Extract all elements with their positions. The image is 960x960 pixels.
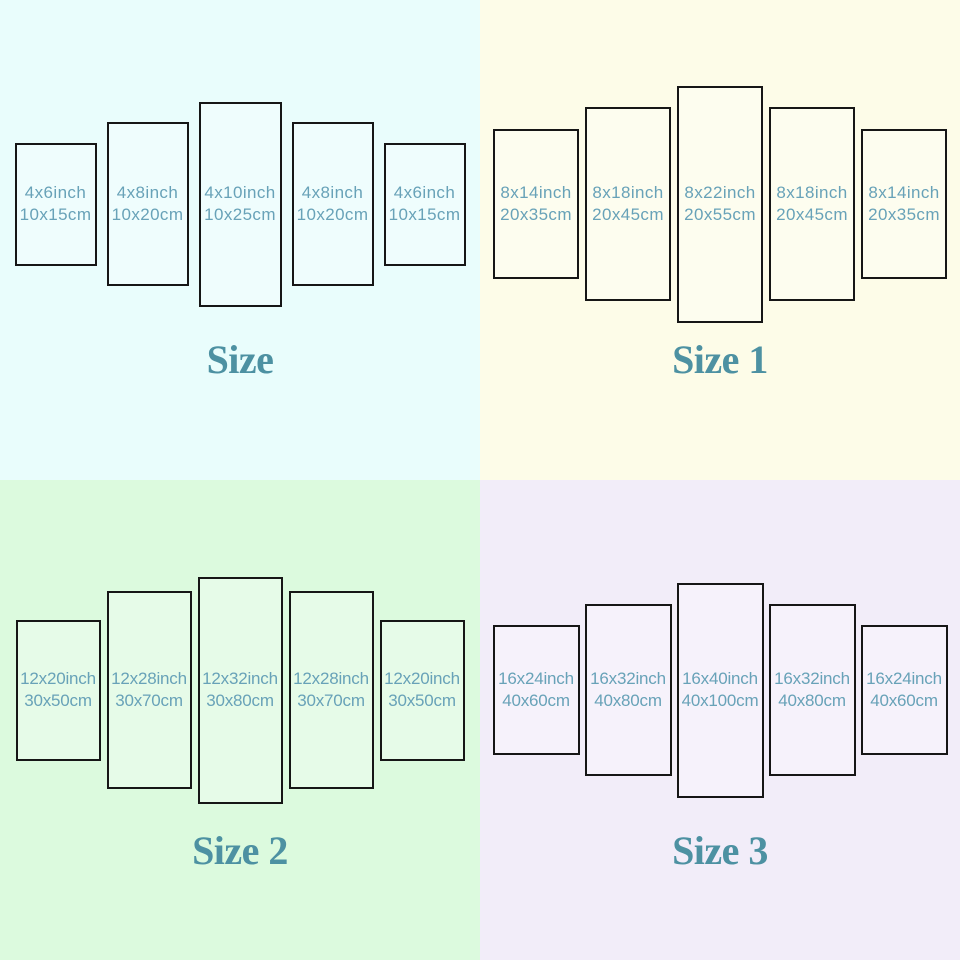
quadrant-title-size-2: Size 2 [192, 828, 288, 873]
panel-row: 4x6inch 10x15cm 4x8inch 10x20cm 4x10inch… [0, 0, 480, 408]
panel-cm-label: 10x20cm [296, 205, 369, 224]
quadrant-title-size-3: Size 3 [672, 828, 768, 873]
panel-inch-label: 4x6inch [24, 183, 87, 202]
panel-cm-label: 30x80cm [206, 691, 274, 710]
panel-inch-label: 4x8inch [301, 183, 364, 202]
panel-inch-label: 8x14inch [500, 183, 572, 202]
quadrant-title-size: Size [206, 337, 274, 382]
panel-row: 16x24inch 40x60cm 16x32inch 40x80cm 16x4… [480, 480, 960, 900]
panel-12x20-left: 12x20inch 30x50cm [15, 619, 101, 761]
panel-inch-label: 8x14inch [868, 183, 940, 202]
panel-cm-label: 20x45cm [776, 205, 848, 224]
panel-8x18-right: 8x18inch 20x45cm [769, 107, 855, 301]
panel-inch-label: 8x22inch [684, 183, 756, 202]
panel-12x32-center: 12x32inch 30x80cm [197, 576, 283, 804]
panel-cm-label: 10x25cm [204, 205, 276, 224]
panel-cm-label: 30x70cm [115, 691, 183, 710]
panel-inch-label: 12x32inch [202, 669, 278, 688]
panel-cm-label: 20x55cm [684, 205, 756, 224]
quadrant-size-1: 8x14inch 20x35cm 8x18inch 20x45cm 8x22in… [480, 0, 960, 480]
panel-inch-label: 12x20inch [20, 669, 96, 688]
panel-16x40-center: 16x40inch 40x100cm [676, 582, 764, 798]
panel-inch-label: 4x10inch [204, 183, 276, 202]
panel-inch-label: 16x24inch [866, 669, 942, 688]
panel-16x32-left: 16x32inch 40x80cm [584, 604, 672, 776]
panel-4x6-right: 4x6inch 10x15cm [383, 142, 466, 266]
panel-cm-label: 20x35cm [500, 205, 572, 224]
panel-cm-label: 10x15cm [19, 205, 92, 224]
panel-inch-label: 12x28inch [111, 669, 187, 688]
panel-cm-label: 20x45cm [592, 205, 664, 224]
panel-inch-label: 12x20inch [384, 669, 460, 688]
panel-cm-label: 40x80cm [778, 691, 846, 710]
panel-8x18-left: 8x18inch 20x45cm [585, 107, 671, 301]
panel-cm-label: 40x80cm [594, 691, 662, 710]
panel-cm-label: 40x100cm [681, 691, 759, 710]
panel-inch-label: 8x18inch [592, 183, 664, 202]
panel-cm-label: 10x20cm [111, 205, 184, 224]
panel-12x20-right: 12x20inch 30x50cm [379, 619, 465, 761]
panel-inch-label: 8x18inch [776, 183, 848, 202]
panel-cm-label: 40x60cm [870, 691, 938, 710]
panel-inch-label: 12x28inch [293, 669, 369, 688]
panel-cm-label: 10x15cm [388, 205, 461, 224]
panel-inch-label: 16x32inch [774, 669, 850, 688]
panel-row: 8x14inch 20x35cm 8x18inch 20x45cm 8x22in… [480, 0, 960, 408]
quadrant-size-2: 12x20inch 30x50cm 12x28inch 30x70cm 12x3… [0, 480, 480, 960]
panel-inch-label: 16x32inch [590, 669, 666, 688]
panel-inch-label: 4x6inch [393, 183, 456, 202]
panel-16x24-left: 16x24inch 40x60cm [492, 625, 580, 755]
quadrant-size-3: 16x24inch 40x60cm 16x32inch 40x80cm 16x4… [480, 480, 960, 960]
panel-cm-label: 30x70cm [297, 691, 365, 710]
panel-cm-label: 40x60cm [502, 691, 570, 710]
panel-cm-label: 20x35cm [868, 205, 940, 224]
panel-4x10-center: 4x10inch 10x25cm [198, 101, 282, 307]
panel-16x24-right: 16x24inch 40x60cm [860, 625, 948, 755]
panel-row: 12x20inch 30x50cm 12x28inch 30x70cm 12x3… [0, 480, 480, 900]
panel-8x14-right: 8x14inch 20x35cm [861, 129, 947, 279]
panel-12x28-right: 12x28inch 30x70cm [288, 591, 374, 789]
panel-8x14-left: 8x14inch 20x35cm [493, 129, 579, 279]
panel-16x32-right: 16x32inch 40x80cm [768, 604, 856, 776]
panel-cm-label: 30x50cm [24, 691, 92, 710]
quadrant-title-size-1: Size 1 [672, 337, 768, 382]
panel-inch-label: 16x24inch [498, 669, 574, 688]
panel-8x22-center: 8x22inch 20x55cm [677, 85, 763, 323]
panel-inch-label: 16x40inch [682, 669, 758, 688]
panel-4x8-left: 4x8inch 10x20cm [106, 122, 189, 286]
panel-12x28-left: 12x28inch 30x70cm [106, 591, 192, 789]
panel-inch-label: 4x8inch [116, 183, 179, 202]
quadrant-size: 4x6inch 10x15cm 4x8inch 10x20cm 4x10inch… [0, 0, 480, 480]
panel-cm-label: 30x50cm [388, 691, 456, 710]
panel-4x6-left: 4x6inch 10x15cm [14, 142, 97, 266]
panel-4x8-right: 4x8inch 10x20cm [291, 122, 374, 286]
